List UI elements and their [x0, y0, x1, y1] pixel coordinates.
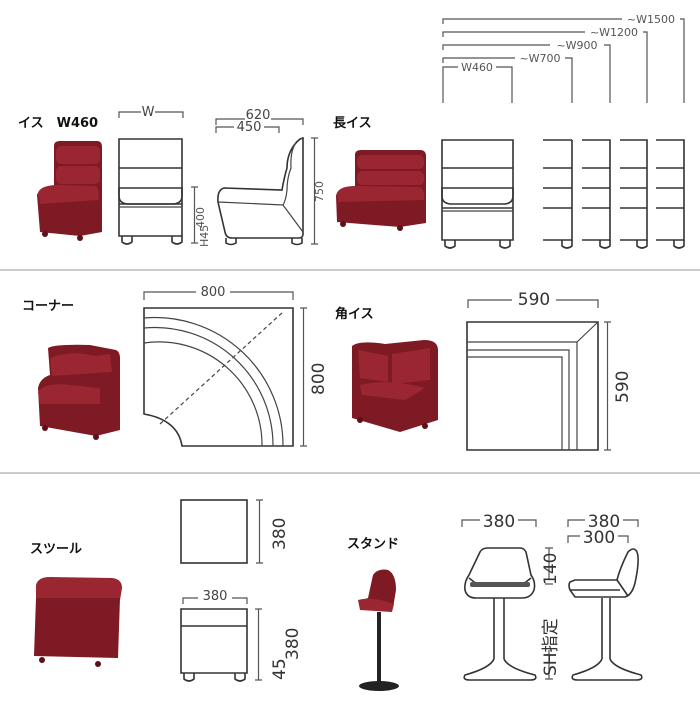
width-option: ~W900 [556, 39, 597, 52]
stand-photo [358, 569, 399, 691]
dim-stand-front-width: 380 [483, 512, 515, 532]
stool-drawing: 380 [180, 499, 263, 682]
dim-leg-height: H45 [198, 225, 211, 247]
width-option: ~W700 [519, 52, 560, 65]
long-chair-photo [336, 150, 426, 231]
stand-label: スタンド [347, 537, 399, 552]
chair-side-drawing: 620 450 [215, 108, 318, 246]
chair-photo [37, 141, 102, 241]
width-option: ~W1500 [627, 13, 675, 26]
corner-drawing: 800 [143, 283, 307, 447]
dim-height: 750 [313, 181, 326, 202]
long-chair-label: 長イス [333, 116, 372, 131]
corner-label: コーナー [22, 299, 74, 314]
dim-corner-width: 800 [201, 285, 226, 300]
chair-front-drawing: W [118, 104, 198, 245]
dim-front-width: W [142, 105, 155, 120]
corner-chair-drawing: 590 [466, 289, 611, 451]
dim-corner-chair-width: 590 [518, 290, 550, 310]
width-option: ~W1200 [590, 26, 638, 39]
dim-stool-height: 380 [283, 628, 303, 660]
dim-depth-total: 620 [246, 108, 271, 123]
stand-side-drawing: 380 300 [567, 512, 643, 681]
dim-stand-back-height: 140 [541, 553, 561, 585]
chair-label: イス W460 [18, 116, 98, 131]
width-option: W460 [461, 61, 493, 74]
corner-chair-label: 角イス [335, 306, 374, 322]
dim-seat-height: 400 [194, 207, 207, 228]
dim-stool-leg-height: 45 [270, 658, 290, 680]
corner-photo [38, 344, 120, 440]
dim-corner-chair-depth: 590 [613, 371, 633, 403]
dim-stand-seat-height: SH指定 [541, 618, 561, 676]
dim-stand-side-seat: 300 [583, 528, 615, 548]
dim-stand-side-width: 380 [588, 512, 620, 532]
stand-height-dim [545, 547, 553, 680]
stand-front-drawing: 380 [461, 512, 537, 681]
dim-corner-depth: 800 [309, 363, 329, 395]
dim-stool-top-depth: 380 [270, 518, 290, 550]
corner-chair-photo [352, 340, 438, 432]
stool-label: スツール [30, 542, 82, 557]
dim-depth-seat: 450 [237, 120, 262, 135]
dim-stool-width: 380 [203, 589, 228, 604]
long-chair-drawing: W460 ~W700 ~W900 ~W1200 ~W1500 [441, 13, 685, 249]
stool-photo [34, 577, 122, 667]
